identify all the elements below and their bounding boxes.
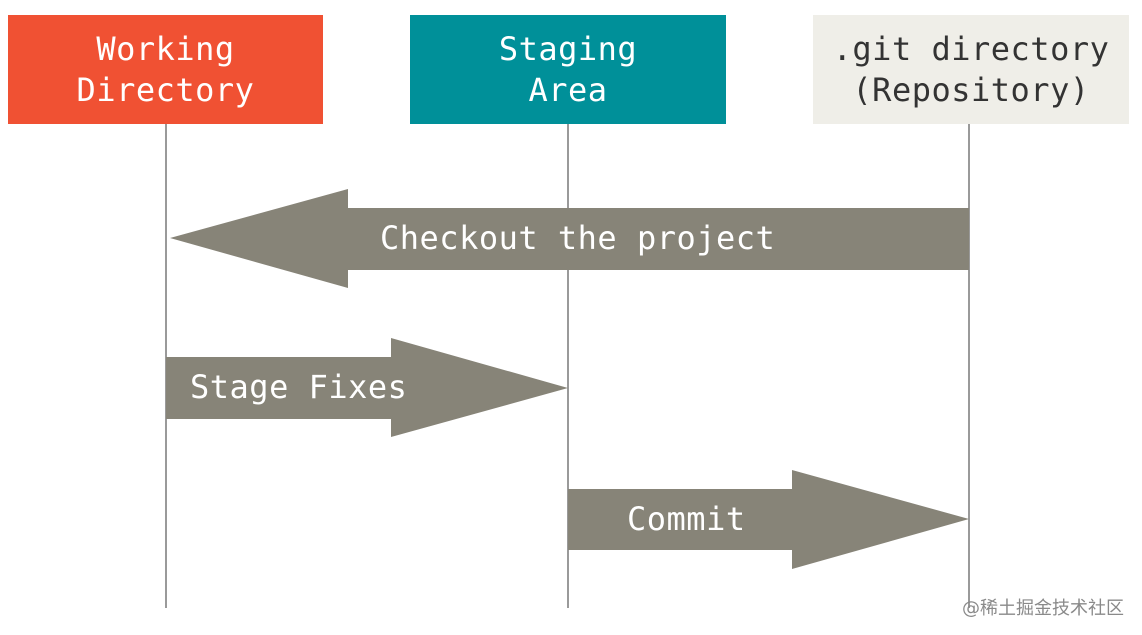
checkout-arrow xyxy=(170,189,969,288)
staging-area-title-line1: Staging xyxy=(498,29,638,68)
repository-box: .git directory (Repository) xyxy=(813,15,1129,124)
commit-arrow xyxy=(568,470,969,569)
checkout-arrow-label: Checkout the project xyxy=(380,219,776,257)
working-directory-box: Working Directory xyxy=(8,15,323,124)
watermark: @稀土掘金技术社区 xyxy=(962,598,1124,619)
staging-area-title-line2: Area xyxy=(528,70,608,109)
stage-fixes-arrow xyxy=(166,338,568,437)
stage-fixes-arrow-label: Stage Fixes xyxy=(190,368,408,406)
working-directory-title-line2: Directory xyxy=(76,70,255,109)
repository-title-line2: (Repository) xyxy=(852,70,1090,109)
staging-area-box: Staging Area xyxy=(410,15,726,124)
working-directory-title-line1: Working xyxy=(96,29,235,68)
repository-title-line1: .git directory xyxy=(832,29,1110,68)
commit-arrow-label: Commit xyxy=(627,500,746,538)
